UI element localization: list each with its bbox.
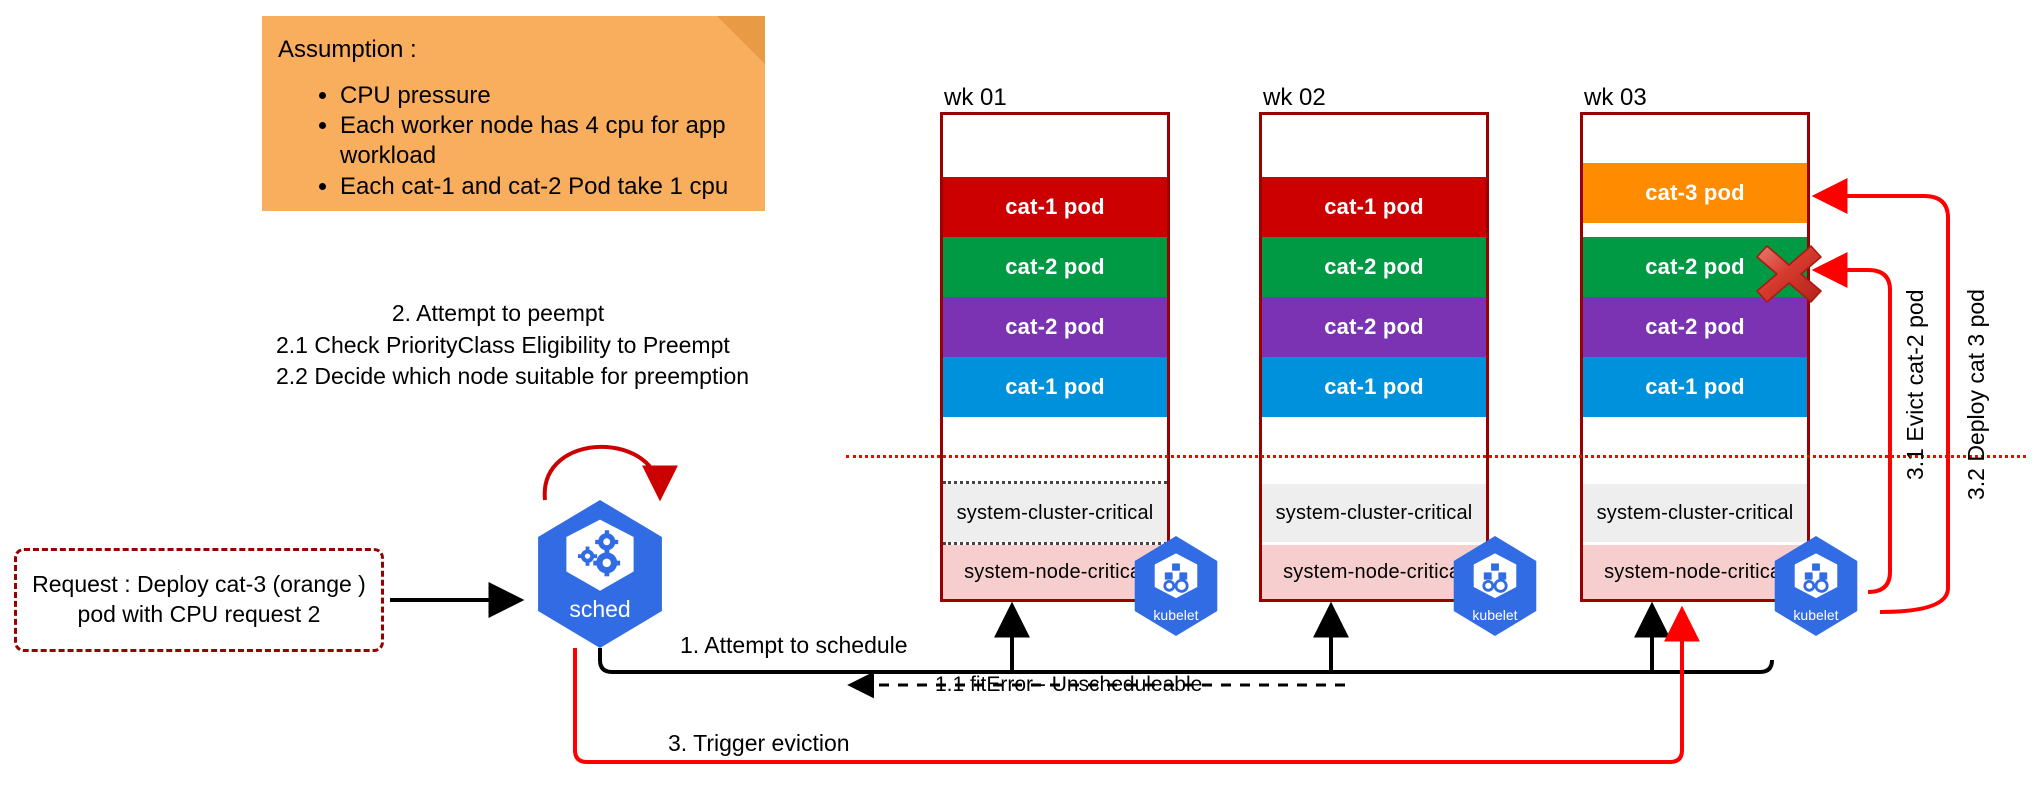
step2-1-label: 2.1 Check PriorityClass Eligibility to P… [276,332,730,358]
band-cat-1-pod: cat-1 pod [1583,357,1807,417]
band-empty-mid [943,417,1167,480]
assumption-bullet: Each worker node has 4 cpu for app workl… [340,111,770,171]
band-system-cluster-critical: system-cluster-critical [943,484,1167,542]
step1-1-label: 1.1 fitError - Unscheduleable [935,673,1203,696]
node-title-wk01: wk 01 [944,84,1007,111]
assumption-note: Assumption : CPU pressure Each worker no… [262,16,765,211]
band-cat-1-pod: cat-1 pod [943,357,1167,417]
resource-threshold-line [846,455,2026,458]
step2-2-label: 2.2 Decide which node suitable for preem… [276,363,750,389]
band-cat-2-pod: cat-2 pod [943,297,1167,357]
assumption-title: Assumption : [278,36,417,63]
band-empty-top [1262,115,1486,177]
node-column-wk01: cat-1 pod cat-2 pod cat-2 pod cat-1 pod … [940,112,1170,602]
note-fold-corner [717,16,765,64]
band-cat-1-pod: cat-1 pod [943,177,1167,237]
scheduler-label: sched [569,596,631,622]
node-column-wk02: cat-1 pod cat-2 pod cat-2 pod cat-1 pod … [1259,112,1489,602]
band-empty-top [943,115,1167,177]
eviction-x-icon [1756,245,1822,303]
kubelet-label: kubelet [1472,607,1518,623]
step1-label: 1. Attempt to schedule [680,632,908,658]
kubelet-icon-wk02: kubelet [1447,536,1543,636]
band-empty-mid [1262,417,1486,480]
band-cat-1-pod: cat-1 pod [1262,177,1486,237]
band-cat-2-pod: cat-2 pod [1262,237,1486,297]
request-box: Request : Deploy cat-3 (orange ) pod wit… [14,548,384,652]
kubelet-label: kubelet [1793,607,1839,623]
band-cat-2-pod: cat-2 pod [1262,297,1486,357]
node-column-wk03: cat-3 pod cat-2 pod cat-2 pod cat-1 pod … [1580,112,1810,602]
band-system-node-critical: system-node-critical [943,545,1167,599]
divider-dotted [943,542,1167,545]
step2-label: 2. Attempt to peempt [391,300,605,326]
band-cat-2-pod: cat-2 pod [943,237,1167,297]
band-cat-2-pod: cat-2 pod [1583,297,1807,357]
step3-2-label: 3.2 Deploy cat 3 pod [1963,289,1989,500]
node-title-wk03: wk 03 [1584,84,1647,111]
kubelet-icon-wk01: kubelet [1128,536,1224,636]
band-gap [1583,223,1807,237]
band-system-cluster-critical: system-cluster-critical [1583,484,1807,542]
band-empty-mid [1583,417,1807,480]
step3-1-label: 3.1 Evict cat-2 pod [1902,289,1928,481]
kubelet-icon-wk03: kubelet [1768,536,1864,636]
kubelet-label: kubelet [1153,607,1199,623]
step3-label: 3. Trigger eviction [668,730,850,756]
node-title-wk02: wk 02 [1263,84,1326,111]
divider-dotted [943,481,1167,484]
scheduler-icon: sched [528,500,672,648]
request-line-2: pod with CPU request 2 [77,601,321,627]
assumption-bullet: CPU pressure [340,81,770,111]
band-system-node-critical: system-node-critical [1583,545,1807,599]
request-line-1: Request : Deploy cat-3 (orange ) [32,571,366,598]
band-cat-1-pod: cat-1 pod [1262,357,1486,417]
assumption-bullet: Each cat-1 and cat-2 Pod take 1 cpu [340,172,770,202]
assumption-bullet-list: CPU pressure Each worker node has 4 cpu … [314,81,770,202]
band-system-cluster-critical: system-cluster-critical [1262,484,1486,542]
band-system-node-critical: system-node-critical [1262,545,1486,599]
band-cat-3-pod: cat-3 pod [1583,163,1807,223]
band-empty-top [1583,115,1807,163]
